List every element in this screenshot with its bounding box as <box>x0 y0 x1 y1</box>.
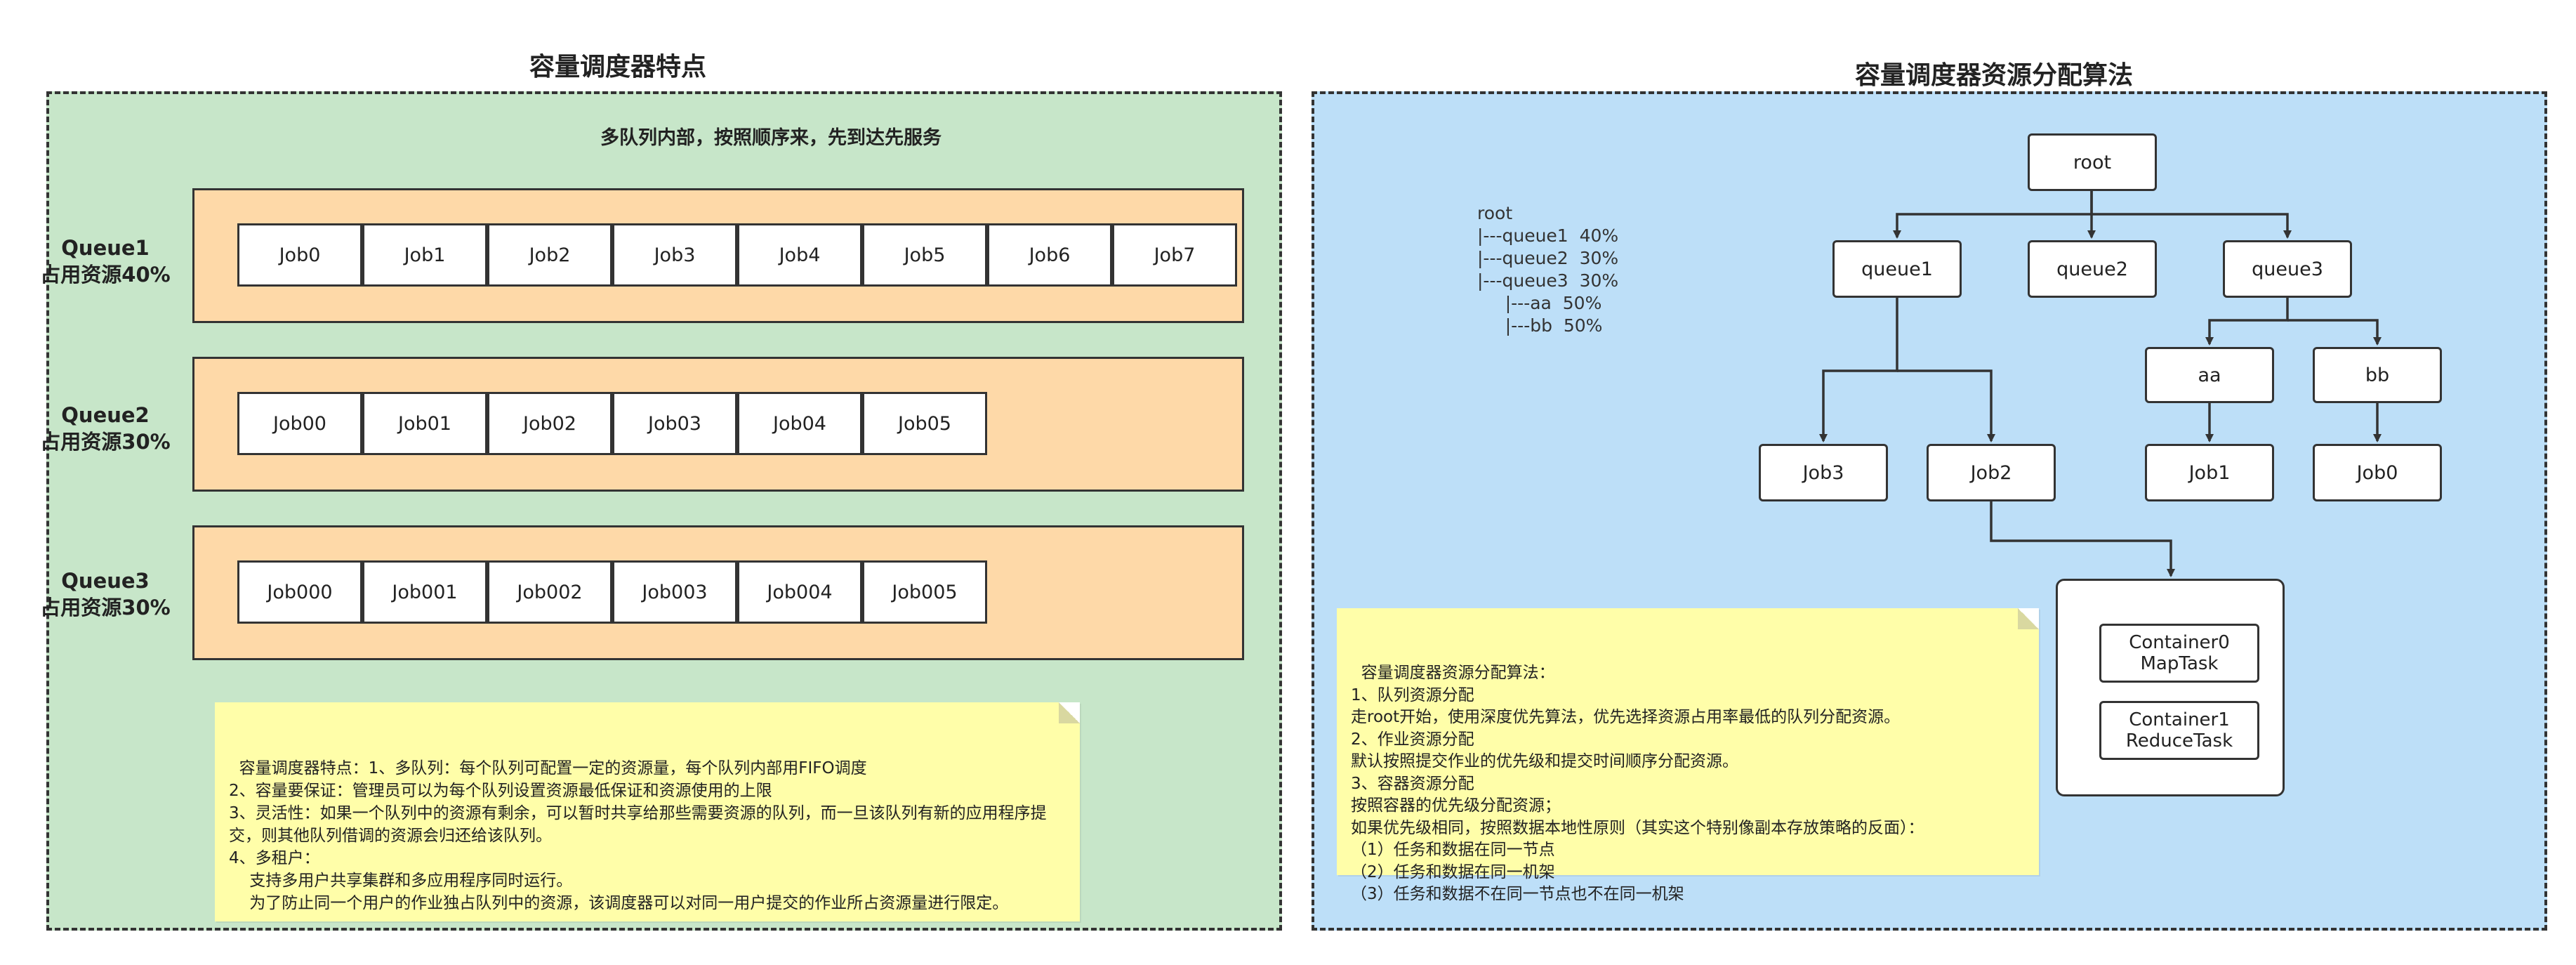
node-queue2: queue2 <box>2028 240 2157 298</box>
queue3-job: Job002 <box>487 560 612 624</box>
node-queue3: queue3 <box>2223 240 2352 298</box>
node-root: root <box>2028 133 2157 191</box>
algorithm-note: 容量调度器资源分配算法： 1、队列资源分配 走root开始，使用深度优先算法，优… <box>1337 608 2039 903</box>
container0-node: Container0 MapTask <box>2099 624 2259 683</box>
container1-node: Container1 ReduceTask <box>2099 701 2259 760</box>
container1-name: Container1 <box>2129 709 2230 730</box>
queue3-share: 占用资源30% <box>40 596 171 619</box>
queue-tree-text: root |---queue1 40% |---queue2 30% |---q… <box>1477 203 1619 336</box>
queue2-job: Job01 <box>362 392 487 455</box>
container0-name: Container0 <box>2129 632 2230 653</box>
features-note: 容量调度器特点：1、多队列：每个队列可配置一定的资源量，每个队列内部用FIFO调… <box>215 702 1080 921</box>
left-panel-title: 容量调度器特点 <box>529 53 706 81</box>
queue1-job: Job6 <box>987 223 1112 287</box>
queue1-share: 占用资源40% <box>40 263 171 287</box>
queue3-job: Job000 <box>237 560 362 624</box>
edge-root-queue1 <box>1893 191 2093 239</box>
edge-job2-containers <box>1990 501 2175 577</box>
queue3-name: Queue3 <box>61 569 150 593</box>
right-panel-title: 容量调度器资源分配算法 <box>1854 61 2133 90</box>
node-aa: aa <box>2145 347 2274 403</box>
queue2-share: 占用资源30% <box>40 430 171 454</box>
node-job3: Job3 <box>1759 444 1888 501</box>
queue3-job: Job001 <box>362 560 487 624</box>
container-group <box>2056 579 2285 796</box>
queue1-job: Job3 <box>612 223 737 287</box>
edge-queue3-bb <box>2287 319 2382 346</box>
features-note-text: 容量调度器特点：1、多队列：每个队列可配置一定的资源量，每个队列内部用FIFO调… <box>229 759 1047 912</box>
queue1-job: Job7 <box>1112 223 1237 287</box>
node-job2: Job2 <box>1927 444 2056 501</box>
edge-queue1-job3 <box>1819 298 1898 442</box>
queue1-name: Queue1 <box>61 236 150 260</box>
queue2-job: Job00 <box>237 392 362 455</box>
node-queue1: queue1 <box>1832 240 1962 298</box>
queue1-job: Job5 <box>862 223 987 287</box>
queue2-job: Job03 <box>612 392 737 455</box>
container0-task: MapTask <box>2140 653 2219 674</box>
queue3-job: Job005 <box>862 560 987 624</box>
queue1-job: Job4 <box>737 223 862 287</box>
edge-queue1-job2 <box>1897 369 1995 442</box>
queue1-job: Job0 <box>237 223 362 287</box>
queue1-job: Job1 <box>362 223 487 287</box>
queue3-job: Job004 <box>737 560 862 624</box>
edge-root-queue3 <box>2092 213 2292 239</box>
note-fold-corner <box>1059 702 1080 723</box>
queue2-job: Job02 <box>487 392 612 455</box>
queue3-job: Job003 <box>612 560 737 624</box>
container1-task: ReduceTask <box>2125 730 2233 751</box>
node-bb: bb <box>2313 347 2442 403</box>
queue1-label: Queue1 占用资源40% <box>28 235 183 288</box>
edge-queue3-aa <box>2205 298 2289 346</box>
queue-order-subtitle: 多队列内部，按照顺序来，先到达先服务 <box>600 127 942 149</box>
queue2-name: Queue2 <box>61 403 150 427</box>
node-job0: Job0 <box>2313 444 2442 501</box>
note-fold-corner <box>2018 608 2039 629</box>
queue2-job: Job05 <box>862 392 987 455</box>
node-job1: Job1 <box>2145 444 2274 501</box>
queue3-label: Queue3 占用资源30% <box>28 567 183 621</box>
queue2-label: Queue2 占用资源30% <box>28 402 183 455</box>
queue1-job: Job2 <box>487 223 612 287</box>
algorithm-note-text: 容量调度器资源分配算法： 1、队列资源分配 走root开始，使用深度优先算法，优… <box>1351 664 1924 903</box>
queue2-job: Job04 <box>737 392 862 455</box>
